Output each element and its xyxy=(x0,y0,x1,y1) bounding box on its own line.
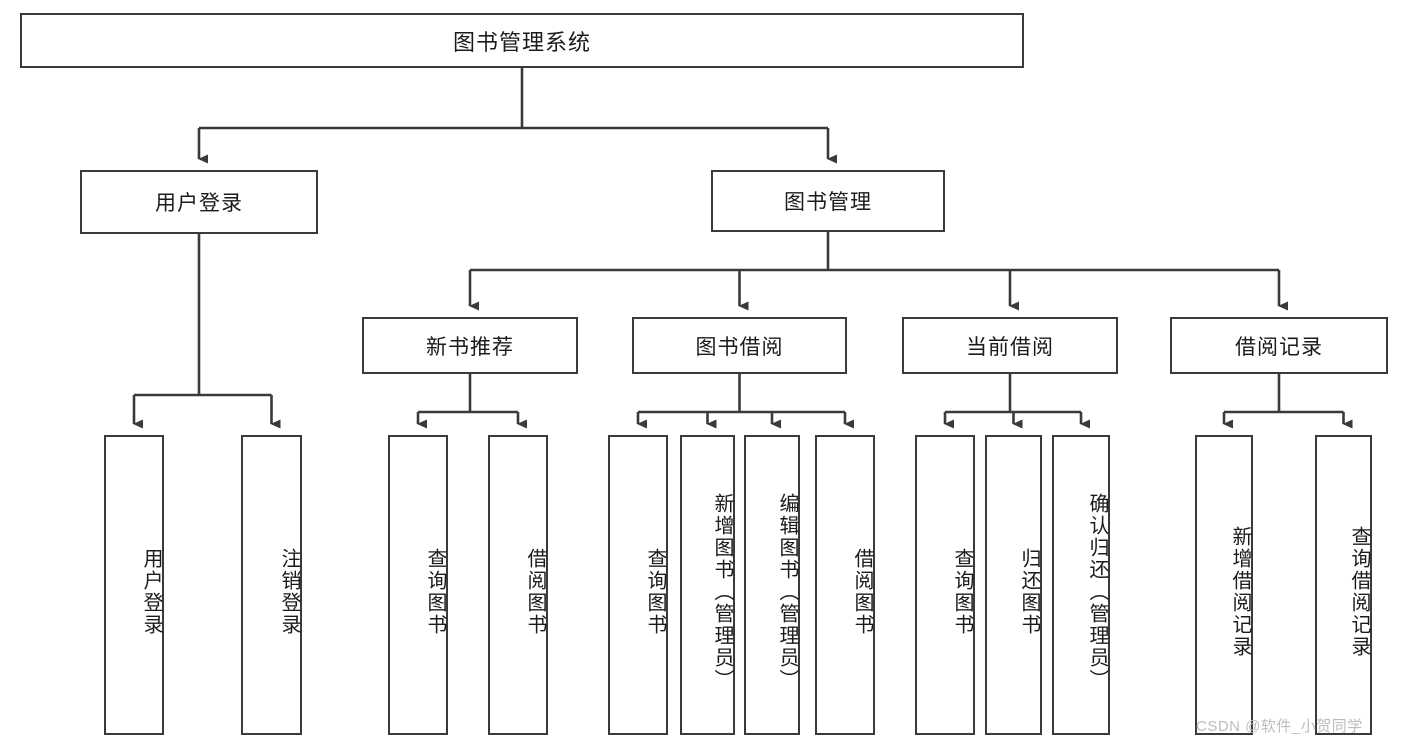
node-leaf-logout[interactable]: 注销登录 xyxy=(241,435,302,735)
node-leaf-confirm-return[interactable]: 确认归还（管理员） xyxy=(1052,435,1110,735)
node-book-borrow[interactable]: 图书借阅 xyxy=(632,317,847,374)
node-leaf-borrow-book-2-label: 借阅图书 xyxy=(851,548,873,636)
node-leaf-query-record-label: 查询借阅记录 xyxy=(1348,526,1370,658)
node-book-management[interactable]: 图书管理 xyxy=(711,170,945,232)
node-leaf-return-book[interactable]: 归还图书 xyxy=(985,435,1042,735)
node-new-book-recommend[interactable]: 新书推荐 xyxy=(362,317,578,374)
node-leaf-add-record-label: 新增借阅记录 xyxy=(1229,526,1251,658)
node-leaf-edit-book-label: 编辑图书（管理员） xyxy=(776,493,798,691)
node-leaf-edit-book[interactable]: 编辑图书（管理员） xyxy=(744,435,800,735)
node-leaf-borrow-book-2[interactable]: 借阅图书 xyxy=(815,435,875,735)
node-leaf-user-login[interactable]: 用户登录 xyxy=(104,435,164,735)
node-leaf-add-book[interactable]: 新增图书（管理员） xyxy=(680,435,735,735)
node-leaf-query-book-3-label: 查询图书 xyxy=(951,548,973,636)
watermark: CSDN @软件_小贺同学 xyxy=(1196,718,1363,735)
node-leaf-query-record[interactable]: 查询借阅记录 xyxy=(1315,435,1372,735)
node-leaf-query-book-1[interactable]: 查询图书 xyxy=(388,435,448,735)
node-current-borrow[interactable]: 当前借阅 xyxy=(902,317,1118,374)
node-leaf-user-login-label: 用户登录 xyxy=(140,548,162,636)
node-leaf-add-record[interactable]: 新增借阅记录 xyxy=(1195,435,1253,735)
node-user-login[interactable]: 用户登录 xyxy=(80,170,318,234)
node-leaf-borrow-book-1-label: 借阅图书 xyxy=(524,548,546,636)
node-new-book-recommend-label: 新书推荐 xyxy=(426,335,514,359)
node-book-management-label: 图书管理 xyxy=(784,191,872,214)
node-leaf-confirm-return-label: 确认归还（管理员） xyxy=(1086,493,1108,691)
node-leaf-logout-label: 注销登录 xyxy=(278,548,300,636)
node-current-borrow-label: 当前借阅 xyxy=(966,335,1054,359)
node-leaf-return-book-label: 归还图书 xyxy=(1018,548,1040,636)
node-root[interactable]: 图书管理系统 xyxy=(20,13,1024,68)
node-leaf-borrow-book-1[interactable]: 借阅图书 xyxy=(488,435,548,735)
node-borrow-record-label: 借阅记录 xyxy=(1235,335,1323,359)
node-leaf-add-book-label: 新增图书（管理员） xyxy=(711,493,733,691)
node-root-label: 图书管理系统 xyxy=(452,29,591,55)
node-leaf-query-book-2-label: 查询图书 xyxy=(644,548,666,636)
node-user-login-label: 用户登录 xyxy=(155,192,243,215)
node-book-borrow-label: 图书借阅 xyxy=(695,335,784,359)
node-leaf-query-book-2[interactable]: 查询图书 xyxy=(608,435,668,735)
node-leaf-query-book-1-label: 查询图书 xyxy=(424,548,446,636)
node-borrow-record[interactable]: 借阅记录 xyxy=(1170,317,1388,374)
node-leaf-query-book-3[interactable]: 查询图书 xyxy=(915,435,975,735)
